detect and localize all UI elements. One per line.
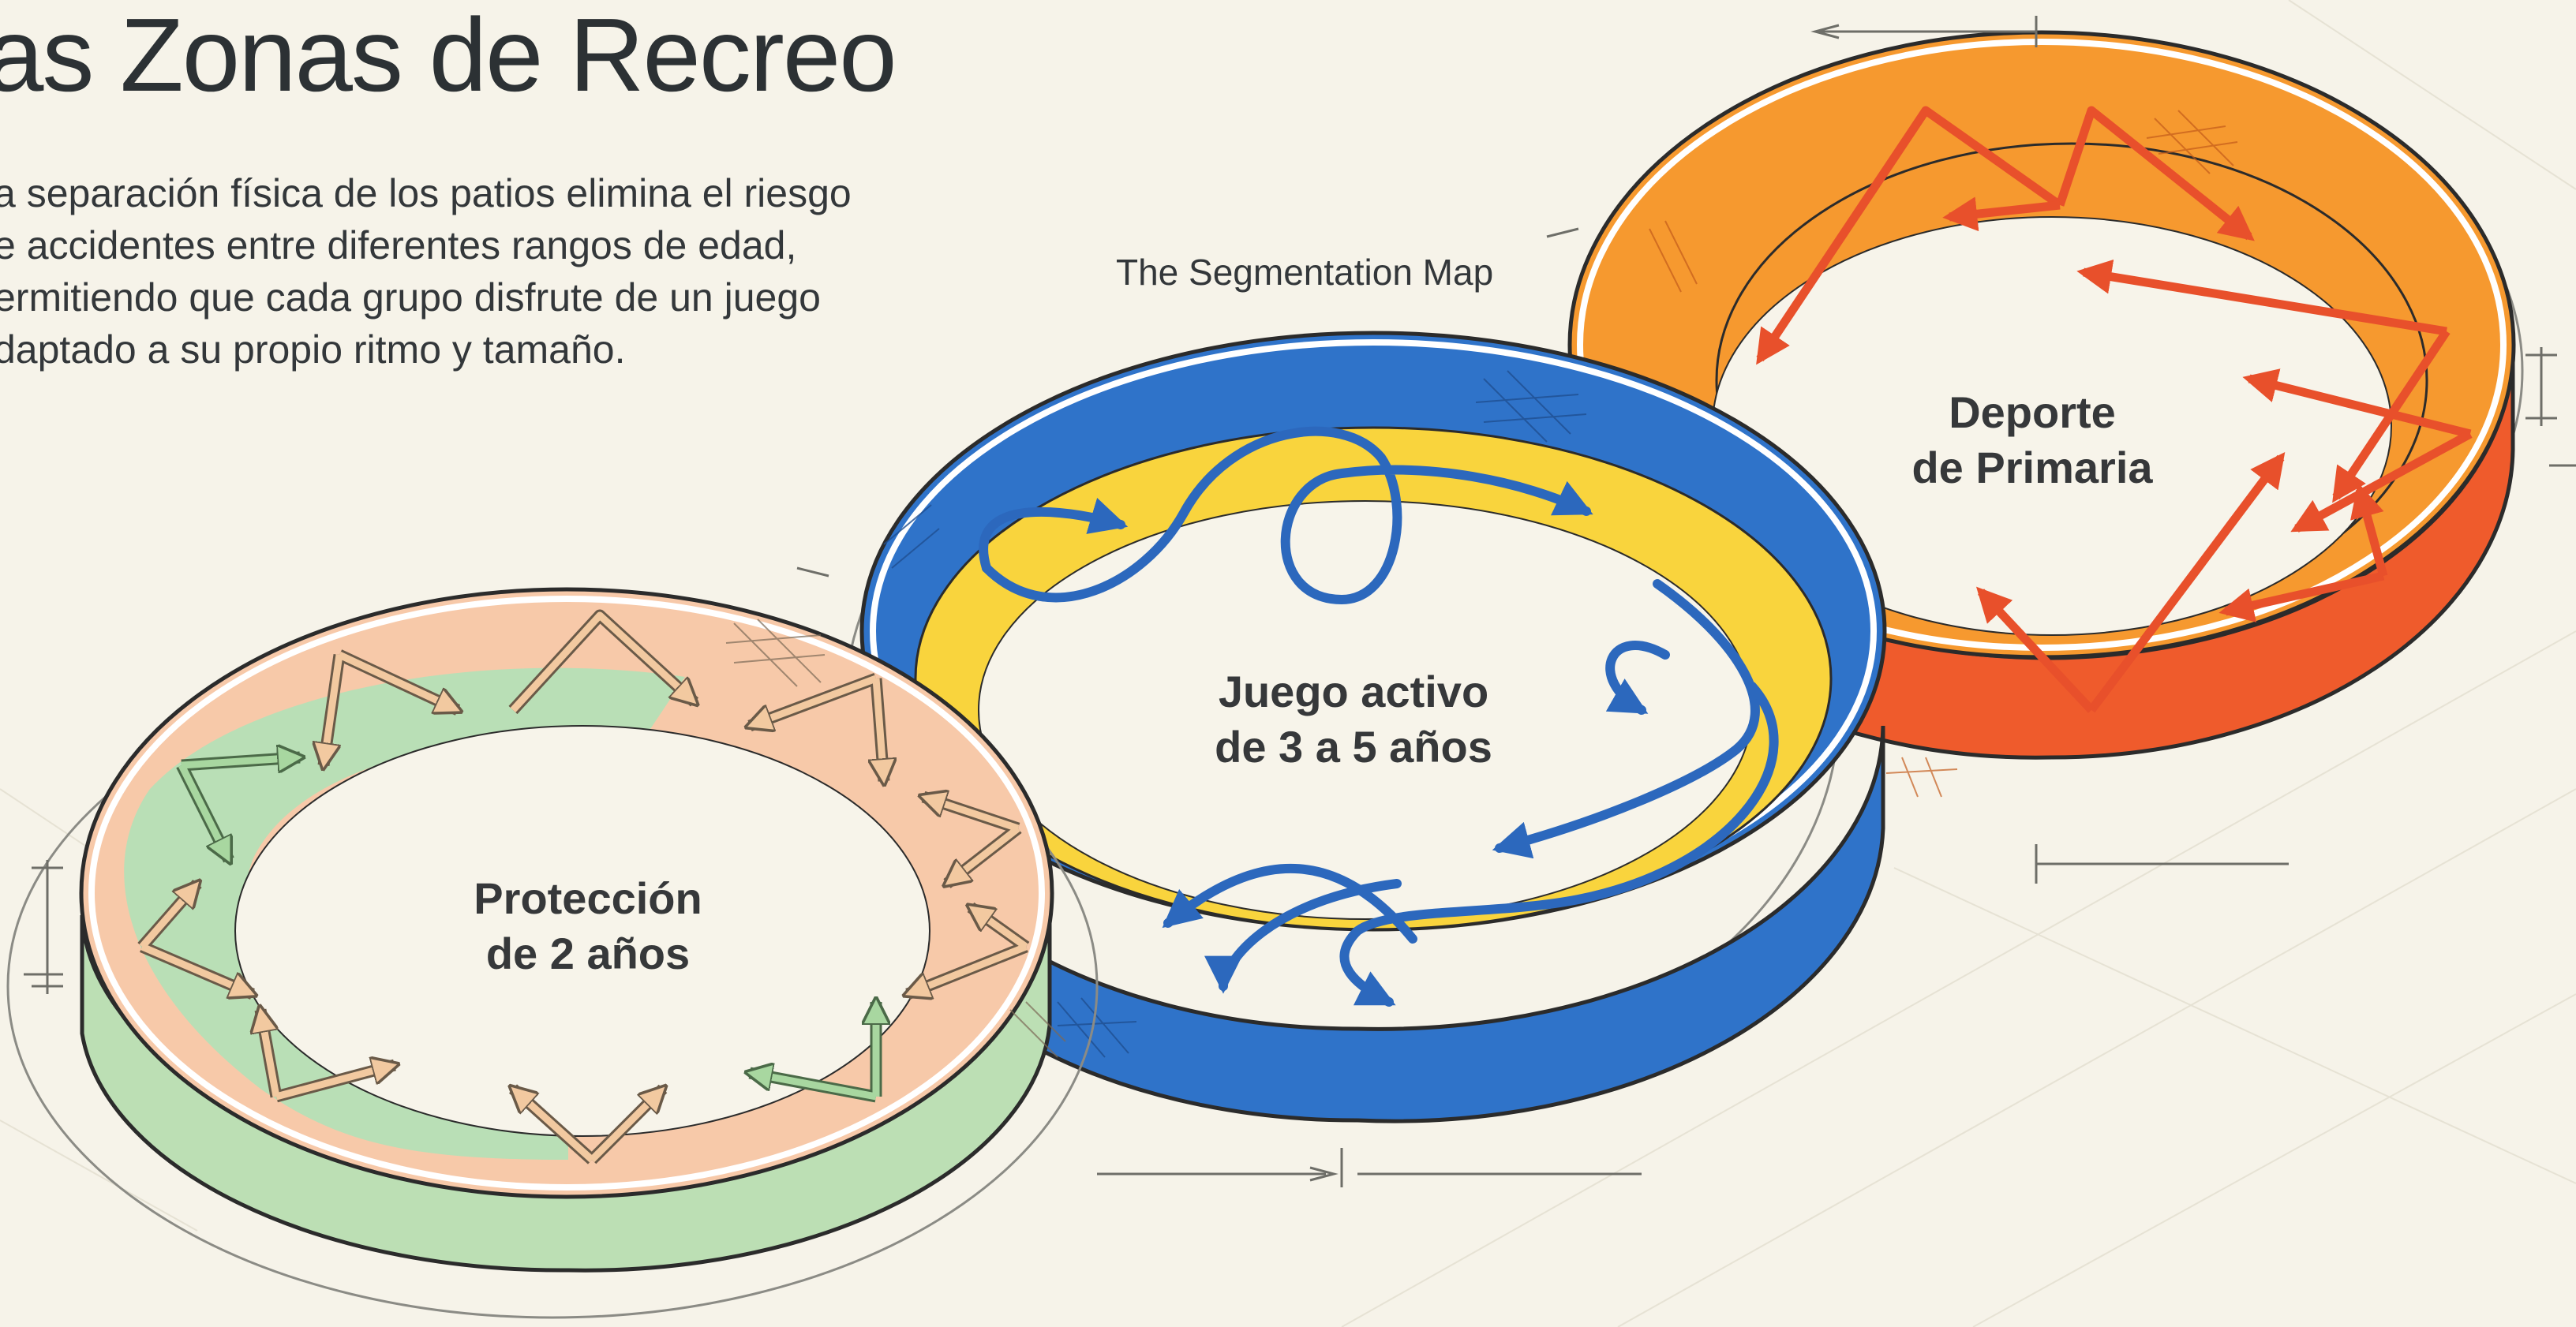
zone-label-line: de 3 a 5 años <box>1215 722 1492 772</box>
juego-wall <box>864 721 1885 1123</box>
zone-proteccion <box>6 587 1099 1319</box>
proteccion-field <box>234 725 930 1137</box>
zone-juego-activo <box>843 331 1887 1123</box>
description-line: ermitiendo que cada grupo disfrute de un… <box>0 275 821 320</box>
zone-label-proteccion: Protección de 2 años <box>442 871 734 981</box>
dimension-lines <box>24 16 2576 1187</box>
description: a separación física de los patios elimin… <box>0 167 925 376</box>
zone-label-line: Protección <box>474 873 702 923</box>
description-line: a separación física de los patios elimin… <box>0 171 852 215</box>
zone-label-line: de 2 años <box>485 929 691 978</box>
description-line: e accidentes entre diferentes rangos de … <box>0 223 797 267</box>
description-line: daptado a su propio ritmo y tamaño. <box>0 327 626 372</box>
diagram-label: The Segmentation Map <box>1116 252 1494 293</box>
zone-label-line: de Primaria <box>1911 443 2153 492</box>
page-title: as Zonas de Recreo <box>0 0 897 113</box>
juego-arrows <box>979 426 1779 1007</box>
primaria-arrows <box>1756 106 2473 713</box>
zone-label-line: Deporte <box>1949 387 2116 437</box>
zone-label-juego-activo: Juego activo de 3 a 5 años <box>1184 664 1523 775</box>
zone-label-primaria: Deporte de Primaria <box>1878 385 2186 495</box>
zone-label-line: Juego activo <box>1218 667 1489 716</box>
